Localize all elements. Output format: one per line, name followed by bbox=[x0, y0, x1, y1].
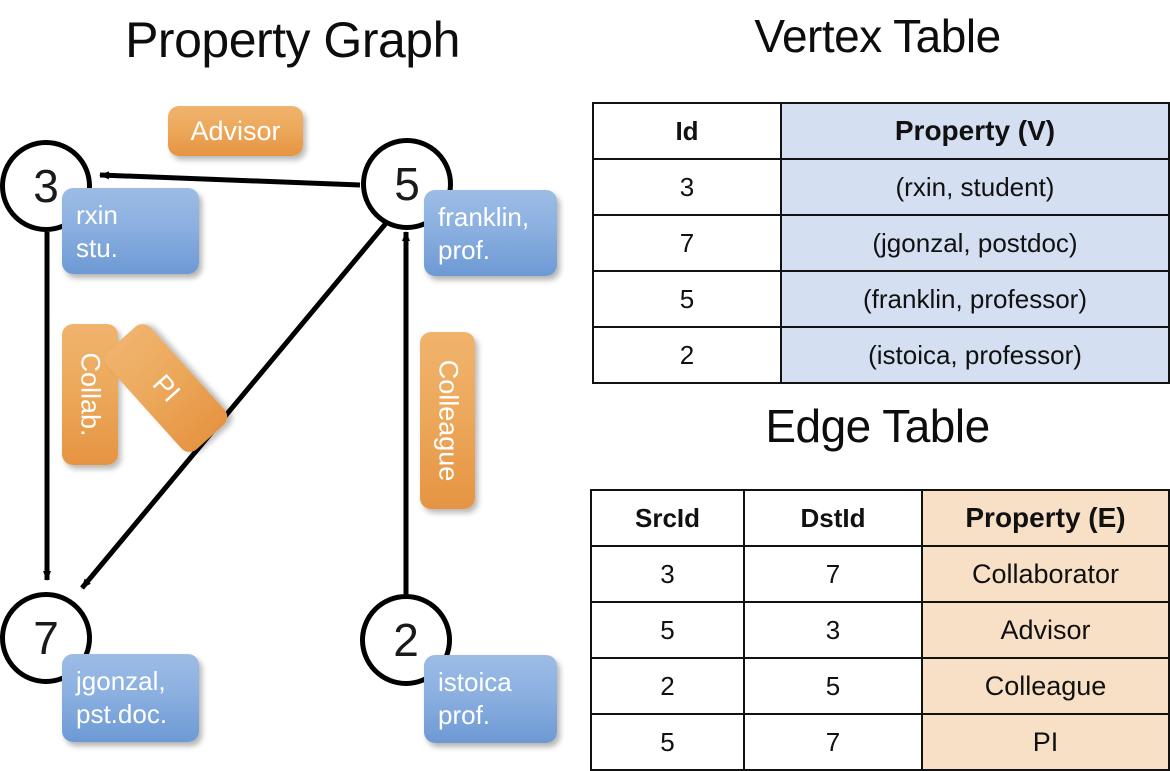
vertex-property-jgonzal-line1: jgonzal, bbox=[76, 666, 166, 696]
vertex-property-rxin-line1: rxin bbox=[76, 200, 118, 230]
graph-node-5-label: 5 bbox=[394, 158, 420, 210]
table-row: 3 (rxin, student) bbox=[592, 158, 1170, 216]
edge-label-colleague: Colleague bbox=[420, 332, 475, 509]
vertex-property-istoica-line2: prof. bbox=[438, 700, 491, 730]
edge-cell-property: Colleague bbox=[921, 657, 1170, 715]
edge-label-pi-text: PI bbox=[146, 368, 187, 408]
table-row: 5 7 PI bbox=[590, 713, 1170, 771]
edge-5-to-3 bbox=[99, 171, 361, 188]
edge-label-advisor: Advisor bbox=[168, 106, 303, 156]
vertex-property-box-jgonzal: jgonzal, pst.doc. bbox=[62, 654, 199, 742]
vertex-cell-id: 5 bbox=[592, 270, 782, 328]
graph-edges-layer bbox=[43, 171, 410, 594]
edge-cell-dstid: 5 bbox=[743, 657, 923, 715]
vertex-property-box-franklin: franklin, prof. bbox=[424, 190, 557, 276]
vertex-property-jgonzal-line2: pst.doc. bbox=[76, 699, 168, 729]
graph-node-2-label: 2 bbox=[393, 614, 419, 666]
table-row: 5 (franklin, professor) bbox=[592, 270, 1170, 328]
edge-table-header-dstid: DstId bbox=[743, 489, 923, 547]
edge-label-advisor-text: Advisor bbox=[190, 115, 281, 146]
vertex-property-franklin-line2: prof. bbox=[438, 235, 491, 265]
edge-cell-property: PI bbox=[921, 713, 1170, 771]
vertex-cell-property: (rxin, student) bbox=[780, 158, 1170, 216]
table-header-row: Id Property (V) bbox=[592, 102, 1170, 160]
vertex-cell-property: (istoica, professor) bbox=[780, 326, 1170, 384]
page-title-edge-table: Edge Table bbox=[765, 400, 990, 452]
table-row: 3 7 Collaborator bbox=[590, 545, 1170, 603]
edge-cell-property: Advisor bbox=[921, 601, 1170, 659]
page-title-vertex-table: Vertex Table bbox=[754, 10, 1001, 62]
edge-cell-dstid: 7 bbox=[743, 545, 923, 603]
edge-cell-srcid: 5 bbox=[590, 713, 745, 771]
table-row: 2 5 Colleague bbox=[590, 657, 1170, 715]
vertex-property-istoica-line1: istoica bbox=[438, 667, 512, 697]
edge-cell-dstid: 7 bbox=[743, 713, 923, 771]
edge-label-colleague-text: Colleague bbox=[433, 359, 463, 482]
edge-table-header-property: Property (E) bbox=[921, 489, 1170, 547]
property-graph-panel: Property Graph Advisor Collab. PI bbox=[0, 0, 585, 760]
edge-cell-dstid: 3 bbox=[743, 601, 923, 659]
table-row: 2 (istoica, professor) bbox=[592, 326, 1170, 384]
vertex-property-box-istoica: istoica prof. bbox=[424, 655, 557, 743]
vertex-cell-id: 3 bbox=[592, 158, 782, 216]
vertex-cell-property: (jgonzal, postdoc) bbox=[780, 214, 1170, 272]
graph-node-5[interactable]: 5 bbox=[361, 138, 453, 230]
edge-cell-srcid: 3 bbox=[590, 545, 745, 603]
table-row: 7 (jgonzal, postdoc) bbox=[592, 214, 1170, 272]
vertex-cell-property: (franklin, professor) bbox=[780, 270, 1170, 328]
vertex-table-header-property: Property (V) bbox=[780, 102, 1170, 160]
vertex-table-header-id: Id bbox=[592, 102, 782, 160]
table-row: 5 3 Advisor bbox=[590, 601, 1170, 659]
edge-cell-srcid: 2 bbox=[590, 657, 745, 715]
edge-table-header-srcid: SrcId bbox=[590, 489, 745, 547]
edge-5-to-7 bbox=[80, 214, 394, 590]
page-title-property-graph: Property Graph bbox=[125, 12, 460, 68]
vertex-property-box-rxin: rxin stu. bbox=[62, 188, 199, 274]
vertex-cell-id: 7 bbox=[592, 214, 782, 272]
vertex-property-rxin-line2: stu. bbox=[76, 233, 118, 263]
edge-label-collab-text: Collab. bbox=[75, 352, 106, 437]
vertex-cell-id: 2 bbox=[592, 326, 782, 384]
table-header-row: SrcId DstId Property (E) bbox=[590, 489, 1170, 547]
edge-label-collab: Collab. bbox=[62, 324, 118, 465]
graph-node-2[interactable]: 2 bbox=[360, 594, 452, 686]
edge-table: SrcId DstId Property (E) 3 7 Collaborato… bbox=[590, 489, 1170, 771]
edge-cell-property: Collaborator bbox=[921, 545, 1170, 603]
vertex-table: Id Property (V) 3 (rxin, student) 7 (jgo… bbox=[592, 102, 1170, 384]
graph-node-7-label: 7 bbox=[33, 612, 59, 664]
edge-cell-srcid: 5 bbox=[590, 601, 745, 659]
vertex-property-franklin-line1: franklin, bbox=[438, 202, 530, 232]
graph-node-3-label: 3 bbox=[33, 160, 59, 212]
